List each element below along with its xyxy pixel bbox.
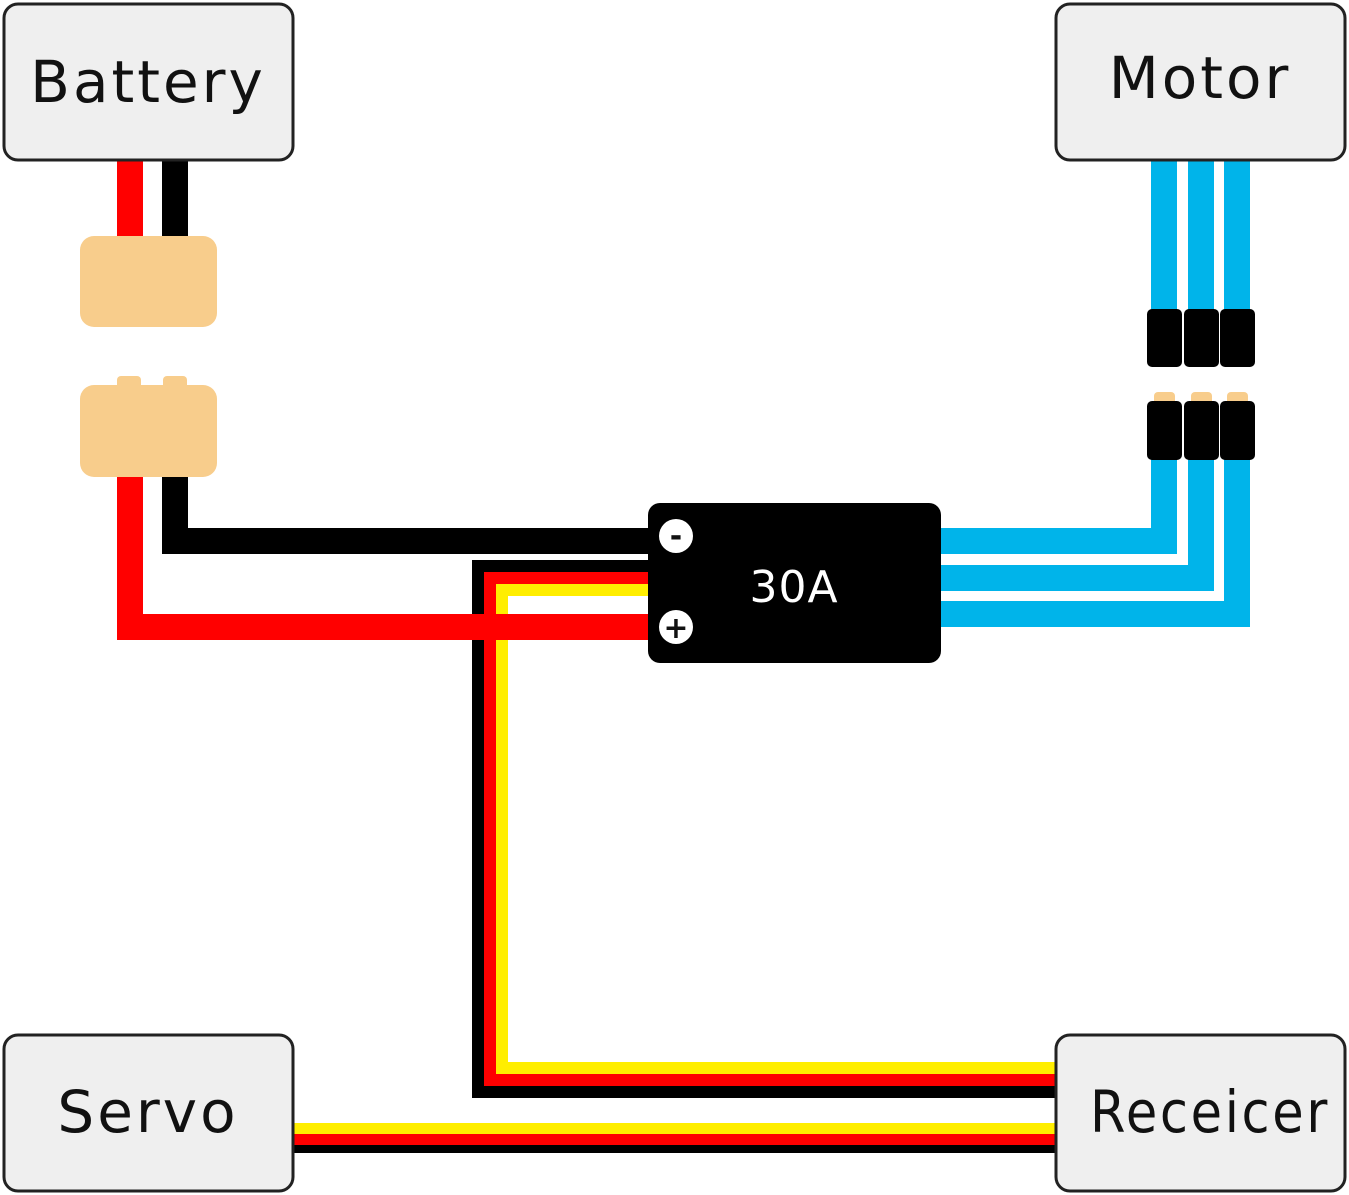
motor-bullet-connectors bbox=[1147, 309, 1255, 460]
connector-female bbox=[80, 385, 217, 477]
servo-box-frame bbox=[2, 1033, 295, 1193]
esc-signal-cable bbox=[472, 560, 1058, 1098]
esc-power-wires bbox=[117, 472, 652, 640]
motor-label: Motor bbox=[1109, 44, 1292, 112]
servo-label: Servo bbox=[57, 1078, 238, 1146]
servo-wire-yellow bbox=[290, 1123, 1058, 1134]
signal-black-top bbox=[472, 560, 652, 572]
signal-red-top bbox=[484, 572, 652, 584]
red-wire-horizontal bbox=[117, 614, 652, 640]
bullet-bottom-1 bbox=[1147, 401, 1182, 460]
motor-wire-3-horizontal bbox=[936, 601, 1250, 627]
bullet-bottom-2 bbox=[1184, 401, 1219, 460]
servo-cable bbox=[290, 1123, 1058, 1153]
bullet-bottom-3 bbox=[1220, 401, 1255, 460]
signal-yellow-bottom bbox=[496, 1062, 1058, 1074]
black-wire-horizontal bbox=[162, 528, 652, 554]
battery-connector bbox=[80, 236, 217, 477]
motor-wire-3-top bbox=[1224, 158, 1250, 313]
receiver-box-frame bbox=[1054, 1033, 1347, 1193]
bullet-top-2 bbox=[1184, 309, 1219, 367]
battery-label: Battery bbox=[30, 48, 266, 116]
motor-phase-wires bbox=[936, 158, 1250, 627]
esc-unit: - + 30A bbox=[648, 503, 941, 663]
motor-wire-1-horizontal bbox=[936, 528, 1177, 554]
signal-black-vertical bbox=[472, 560, 484, 1098]
motor-box-frame bbox=[1054, 2, 1347, 162]
battery-black-lead bbox=[162, 158, 188, 240]
servo-wire-black bbox=[290, 1145, 1058, 1153]
signal-yellow-top bbox=[496, 584, 652, 596]
motor-wire-2-top bbox=[1188, 158, 1214, 313]
esc-negative-terminal bbox=[659, 519, 693, 553]
signal-black-bottom bbox=[472, 1086, 1058, 1098]
battery-leads bbox=[117, 158, 188, 240]
red-wire-vertical bbox=[117, 472, 143, 640]
esc-body bbox=[648, 503, 941, 663]
signal-red-bottom bbox=[484, 1074, 1058, 1086]
battery-red-lead bbox=[117, 158, 143, 240]
bullet-top-3 bbox=[1220, 309, 1255, 367]
esc-positive-terminal bbox=[659, 610, 693, 644]
signal-yellow-vertical bbox=[496, 584, 508, 1074]
battery-box: Battery bbox=[2, 2, 295, 162]
esc-rating-label: 30A bbox=[749, 562, 838, 613]
servo-wire-red bbox=[290, 1134, 1058, 1145]
signal-red-vertical bbox=[484, 572, 496, 1086]
esc-negative-sign: - bbox=[670, 519, 682, 554]
motor-wire-3-vertical bbox=[1224, 455, 1250, 627]
motor-box: Motor bbox=[1054, 2, 1347, 162]
servo-box: Servo bbox=[2, 1033, 295, 1193]
bullet-top-1 bbox=[1147, 309, 1182, 367]
battery-box-frame bbox=[2, 2, 295, 162]
motor-wire-1-top bbox=[1151, 158, 1177, 313]
receiver-label: Receicer bbox=[1090, 1078, 1330, 1146]
motor-wire-2-horizontal bbox=[936, 565, 1214, 591]
esc-positive-sign: + bbox=[663, 611, 688, 646]
connector-male bbox=[80, 236, 217, 327]
receiver-box: Receicer bbox=[1054, 1033, 1347, 1193]
